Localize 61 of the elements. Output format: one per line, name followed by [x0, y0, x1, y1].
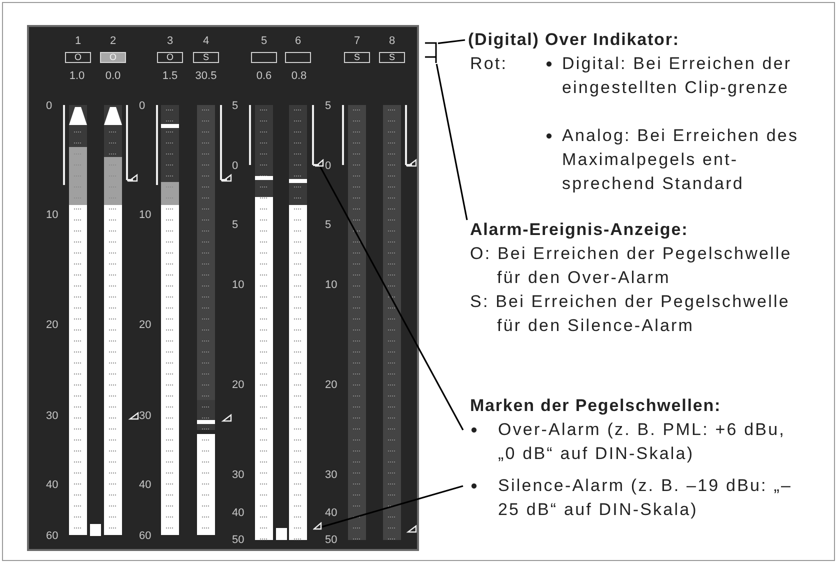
channel-number: 3 [166, 36, 174, 47]
level-value: 0.6 [256, 71, 272, 82]
scale-number: 10 [46, 210, 58, 221]
channel-number: 2 [110, 36, 116, 47]
bracket [424, 41, 438, 64]
annotation-text: Rot: [470, 53, 509, 75]
alarm-indicator: O [157, 52, 183, 63]
annotation-text: O: Bei Erreichen der Pegelschwelle für den Over-Alarm [470, 243, 793, 289]
leader-line [438, 39, 466, 44]
scale-number: 40 [325, 508, 338, 519]
scale-number: 20 [46, 320, 58, 331]
level-value: 1.5 [162, 71, 178, 82]
channel-number: 8 [388, 36, 396, 47]
leader-line [436, 64, 468, 220]
alarm-indicator: S [193, 52, 219, 63]
channel-number: 7 [354, 36, 360, 47]
annotation-text: S: Bei Erreichen der Pegelschwelle für den Silence-Alarm [470, 291, 791, 337]
channel-number: 5 [260, 36, 268, 47]
scale-number: 0 [232, 161, 238, 172]
scale-number: 20 [325, 380, 338, 391]
scale-number: 50 [325, 535, 338, 546]
alarm-indicator: O [100, 52, 126, 63]
scale-number: 10 [325, 280, 338, 291]
scale-number: 20 [232, 380, 244, 391]
level-value: 30.5 [195, 71, 217, 82]
scale-number: 0 [46, 101, 52, 112]
level-value: 1.0 [69, 71, 85, 82]
annotation-heading: Alarm-Ereignis-Anzeige: [470, 219, 690, 241]
scale-number: 5 [325, 220, 332, 231]
leader-line [320, 166, 464, 430]
scale-number: 30 [232, 470, 244, 481]
scale-number: 60 [46, 531, 58, 542]
threshold-mark [313, 522, 322, 530]
alarm-indicator: S [379, 52, 405, 63]
annotation-heading: (Digital) Over Indikator: [468, 29, 680, 51]
alarm-indicator: S [344, 52, 370, 63]
scale-number: 50 [232, 535, 244, 546]
channel-number: 4 [202, 36, 210, 47]
level-value: 0.8 [291, 71, 307, 82]
scale-number: 40 [139, 480, 152, 491]
scale-number: 30 [46, 411, 58, 422]
scale-number: 10 [232, 280, 244, 291]
scale-number: 60 [139, 531, 152, 542]
level-value: 0.0 [105, 71, 121, 82]
alarm-indicator: O [65, 52, 91, 63]
scale-number: 10 [139, 210, 152, 221]
scale-number: 40 [232, 508, 244, 519]
scale-number: 5 [232, 220, 238, 231]
leader-line [322, 485, 464, 528]
scale-number: 5 [325, 101, 332, 112]
scale-number: 40 [46, 480, 58, 491]
section-heading: Marken der Pegelschwellen: [470, 395, 722, 417]
scale-number: 30 [325, 470, 338, 481]
threshold-mark [315, 159, 324, 167]
scale-number: 0 [325, 161, 332, 172]
scale-number: 30 [139, 411, 152, 422]
scale-number: 5 [232, 101, 238, 112]
scale-number: 0 [139, 101, 146, 112]
channel-number: 6 [294, 36, 302, 47]
scale-number: 20 [139, 320, 152, 331]
channel-number: 1 [74, 36, 82, 47]
